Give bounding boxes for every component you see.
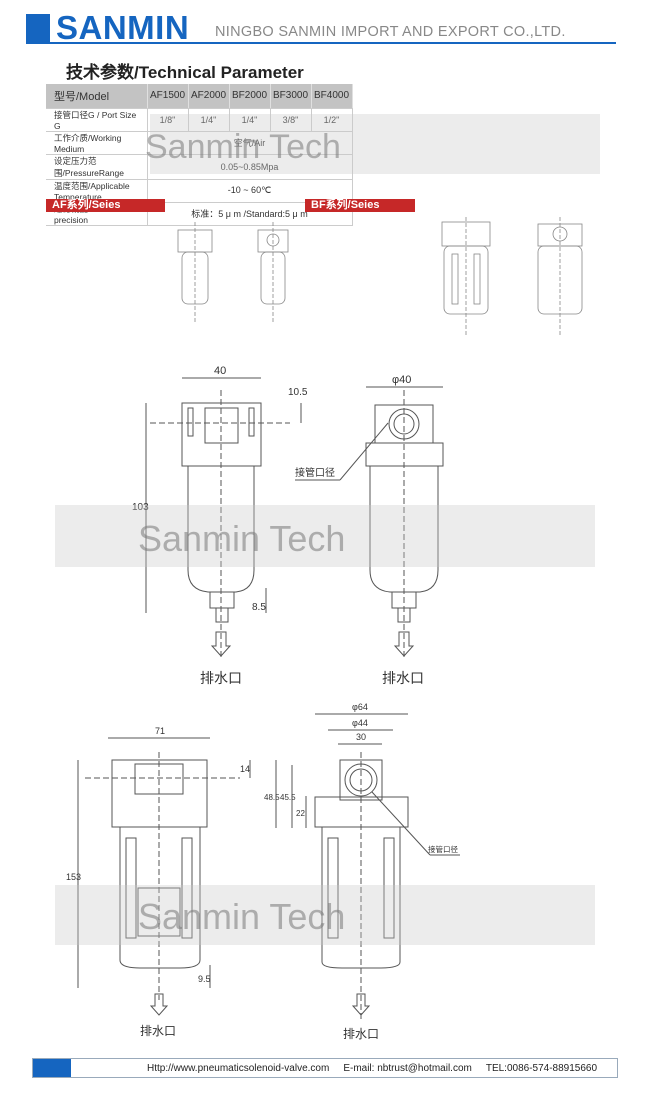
header-cell: BF2000 — [229, 84, 271, 109]
drain-label: 排水口 — [343, 1027, 379, 1041]
small-drawings — [177, 217, 583, 337]
header-cell: BF3000 — [270, 84, 312, 109]
cell: 1/4" — [229, 108, 271, 132]
footer-block — [33, 1059, 71, 1077]
cell: 1/2" — [311, 108, 353, 132]
website-link[interactable]: Http://www.pneumaticsolenoid-valve.com — [147, 1062, 330, 1074]
dim-drain: 9.5 — [198, 974, 211, 984]
drain-label: 排水口 — [140, 1024, 176, 1038]
cell: 空气/Air — [147, 131, 353, 155]
header-divider — [26, 42, 616, 44]
dim-h1: 48.5 — [264, 793, 280, 802]
small-af-side — [257, 222, 289, 322]
phone-text: TEL:0086-574-88915660 — [485, 1062, 598, 1074]
cell: 标准：5 μ m /Standard:5 μ m — [147, 202, 353, 226]
cell: -10 ~ 60℃ — [147, 179, 353, 203]
dim-drain: 8.5 — [252, 602, 266, 613]
watermark-band — [55, 505, 595, 567]
footer: Http://www.pneumaticsolenoid-valve.com E… — [32, 1058, 618, 1078]
header-cell: BF4000 — [311, 84, 353, 109]
logo: SANMIN — [56, 9, 190, 46]
company-name: NINGBO SANMIN IMPORT AND EXPORT CO.,LTD. — [215, 24, 566, 40]
cell: 1/8" — [147, 108, 189, 132]
row-label: 接管口径G / Port Size G — [46, 108, 148, 132]
drain-label: 排水口 — [200, 670, 242, 686]
dim-top: 14 — [240, 764, 250, 774]
watermark-band — [55, 885, 595, 945]
dim-height: 153 — [66, 872, 81, 882]
watermark: Sanmin Tech — [138, 896, 346, 937]
dim-d30: 30 — [356, 732, 366, 742]
table-row: 温度范围/Applicable Temperature-10 ~ 60℃ — [46, 179, 353, 203]
row-label: 工作介质/Working Medium — [46, 131, 148, 155]
header-cell: AF2000 — [188, 84, 230, 109]
drawing-af: 40 103 10.5 8.5 排水口 φ40 接管口径 排水口 — [132, 365, 444, 686]
watermark-band — [150, 114, 600, 174]
dim-height: 103 — [132, 502, 149, 513]
cell: 3/8" — [270, 108, 312, 132]
small-bf-front — [441, 217, 491, 337]
cell: 1/4" — [188, 108, 230, 132]
row-label: 设定压力范围/PressureRange — [46, 154, 148, 180]
dim-d64: φ64 — [352, 702, 368, 712]
port-label: 接管口径 — [295, 466, 335, 479]
bf-series-label: BF系列/Seies — [305, 199, 415, 212]
table-header-row: 型号/Model AF1500 AF2000 BF2000 BF3000 BF4… — [46, 84, 353, 109]
small-af-front — [177, 222, 213, 322]
email-text[interactable]: E-mail: nbtrust@hotmail.com — [343, 1062, 472, 1074]
dim-width: 71 — [155, 726, 165, 736]
watermark: Sanmin Tech — [138, 518, 346, 559]
dim-width: 40 — [214, 365, 226, 377]
dim-d44: φ44 — [352, 718, 368, 728]
page-title: 技术参数/Technical Parameter — [66, 63, 304, 82]
drawing-bf: 71 153 14 9.5 排水口 φ64 φ44 30 48.5 45.5 2… — [66, 702, 460, 1041]
logo-block — [26, 14, 50, 42]
dim-top: 10.5 — [288, 387, 308, 398]
table-row: 接管口径G / Port Size G 1/8" 1/4" 1/4" 3/8" … — [46, 108, 353, 132]
header-cell: AF1500 — [147, 84, 189, 109]
af-series-label: AF系列/Seies — [46, 199, 165, 212]
cell: 0.05~0.85Mpa — [147, 154, 353, 180]
small-bf-side — [537, 217, 583, 337]
dim-h3: 22 — [296, 809, 305, 818]
dim-h2: 45.5 — [280, 793, 296, 802]
header-cell: 型号/Model — [46, 84, 148, 109]
port-label: 接管口径 — [428, 844, 458, 854]
dim-diameter: φ40 — [392, 374, 411, 386]
watermark: Sanmin Tech — [145, 128, 341, 166]
drain-label: 排水口 — [382, 670, 424, 686]
